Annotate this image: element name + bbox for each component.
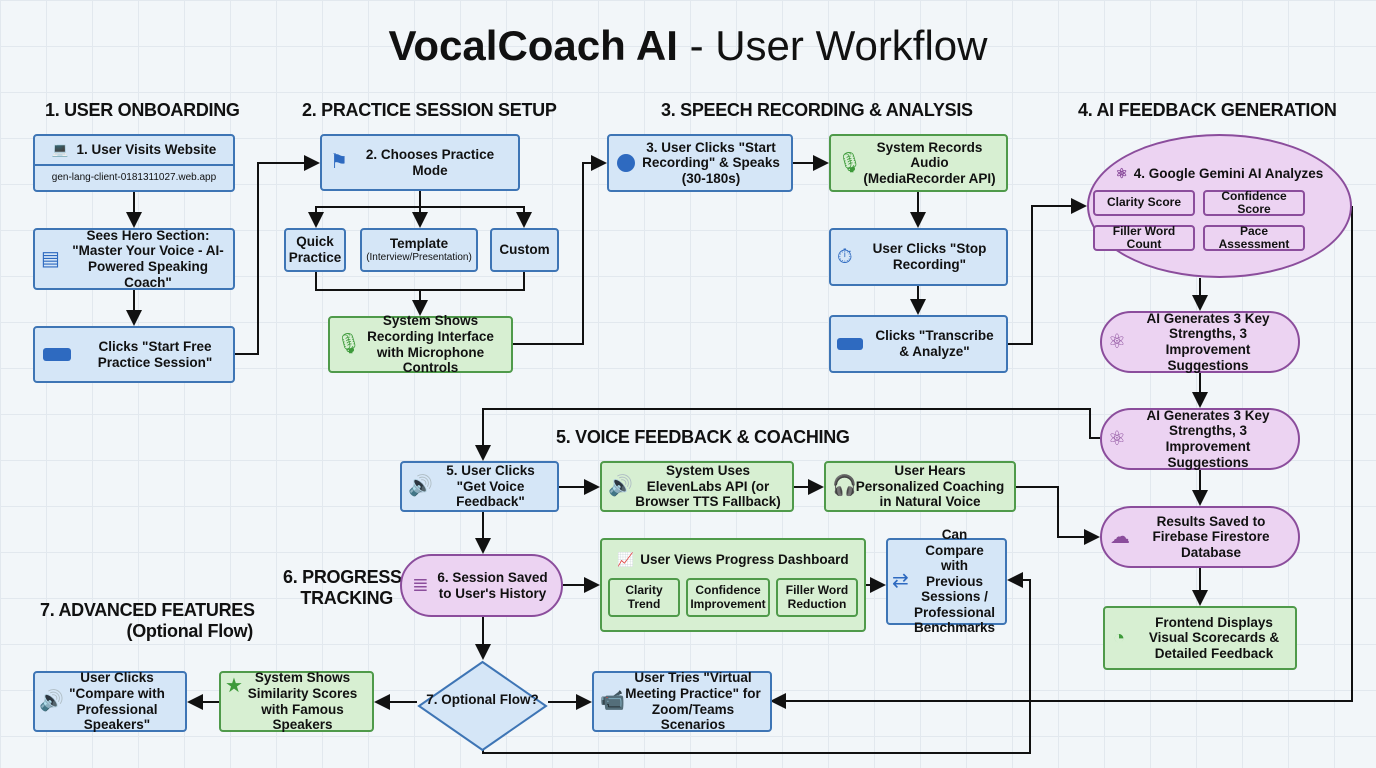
dash-filler: Filler Word Reduction (776, 578, 858, 617)
node-stop-recording: ⏱User Clicks "Stop Recording" (829, 228, 1008, 286)
node-hears-coaching: 🎧User Hears Personalized Coaching in Nat… (824, 461, 1016, 512)
record-icon (617, 154, 635, 172)
laptop-icon: 💻 (51, 142, 69, 158)
option-custom: Custom (490, 228, 559, 272)
microphone-wave-icon: 🎙 (837, 151, 863, 174)
page-title: VocalCoach AI - User Workflow (388, 22, 988, 69)
node-start-free: Clicks "Start Free Practice Session" (33, 326, 235, 383)
speaker-icon: 🔊 (408, 475, 433, 497)
dash-clarity-trend: Clarity Trend (608, 578, 680, 617)
brain-icon: ⚛ (1115, 166, 1128, 181)
decision-label: 7. Optional Flow? (426, 692, 539, 707)
metric-filler: Filler Word Count (1093, 224, 1195, 251)
node-start-recording: 3. User Clicks "Start Recording" & Speak… (607, 134, 793, 192)
node-visit-website: 💻1. User Visits Website gen-lang-client-… (33, 134, 235, 192)
node-session-saved: ≣6. Session Saved to User's History (400, 554, 563, 617)
section-onboarding: 1. USER ONBOARDING (45, 100, 240, 120)
node-recording-interface: 🎙System Shows Recording Interface with M… (328, 313, 513, 375)
node-transcribe: Clicks "Transcribe & Analyze" (829, 315, 1008, 373)
node-hero-section: ▤Sees Hero Section: "Master Your Voice -… (33, 228, 235, 290)
node-practice-mode: ⚑2. Chooses Practice Mode (320, 134, 520, 191)
shuffle-arrows-icon: ⇄ (892, 570, 909, 592)
section-ai-feedback: 4. AI FEEDBACK GENERATION (1078, 100, 1337, 120)
video-camera-icon: 📹 (600, 690, 625, 712)
brain-icon: ⚛ (1108, 427, 1126, 450)
node-firestore: ☁Results Saved to Firebase Firestore Dat… (1100, 506, 1300, 568)
metric-clarity: Clarity Score (1093, 190, 1195, 216)
website-url: gen-lang-client-0181311027.web.app (51, 172, 217, 184)
brain-icon: ⚛ (1108, 330, 1126, 353)
node-compare-pro: 🔊User Clicks "Compare with Professional … (33, 670, 187, 732)
section-voice-feedback: 5. VOICE FEEDBACK & COACHING (556, 427, 850, 447)
flag-icon: ⚑ (330, 151, 348, 173)
button-icon (837, 338, 863, 350)
star-icon: ★ (225, 675, 243, 697)
node-compare-sessions: ⇄Can Compare with Previous Sessions / Pr… (886, 527, 1007, 635)
speaker-icon: 🔊 (608, 475, 633, 497)
node-similarity-scores: ★System Shows Similarity Scores with Fam… (219, 670, 374, 732)
dashboard-gauge-icon: ◔ (1113, 626, 1126, 649)
section-setup: 2. PRACTICE SESSION SETUP (302, 100, 557, 120)
decision-diamond (417, 660, 548, 752)
headset-icon: 🎧 (832, 475, 857, 497)
speaker-icon: 🔊 (39, 690, 64, 712)
node-virtual-meeting: 📹User Tries "Virtual Meeting Practice" f… (592, 670, 772, 732)
node-ai-generates-1: ⚛AI Generates 3 Key Strengths, 3 Improve… (1100, 311, 1300, 373)
metric-confidence: Confidence Score (1203, 189, 1305, 216)
microphone-icon: 🎙 (336, 333, 362, 355)
node-get-voice-feedback: 🔊5. User Clicks "Get Voice Feedback" (400, 461, 559, 512)
option-template: Template(Interview/Presentation) (360, 228, 478, 272)
chart-icon: 📈 (617, 552, 635, 567)
section-recording: 3. SPEECH RECORDING & ANALYSIS (661, 100, 973, 120)
node-records-audio: 🎙System Records Audio (MediaRecorder API… (829, 134, 1008, 192)
node-elevenlabs: 🔊System Uses ElevenLabs API (or Browser … (600, 461, 794, 512)
webpage-icon: ▤ (41, 247, 60, 270)
stopwatch-icon: ⏱ (837, 245, 853, 268)
section-advanced: 7. ADVANCED FEATURES(Optional Flow) (40, 600, 255, 641)
database-icon: ≣ (412, 574, 429, 596)
node-ai-generates-2: ⚛AI Generates 3 Key Strengths, 3 Improve… (1100, 408, 1300, 470)
button-icon (43, 348, 71, 361)
metric-pace: Pace Assessment (1203, 224, 1305, 251)
node-frontend-displays: ◔Frontend Displays Visual Scorecards & D… (1103, 606, 1297, 670)
option-quick-practice: Quick Practice (284, 228, 346, 272)
dash-confidence: Confidence Improvement (686, 578, 770, 617)
cloud-icon: ☁ (1110, 525, 1130, 548)
